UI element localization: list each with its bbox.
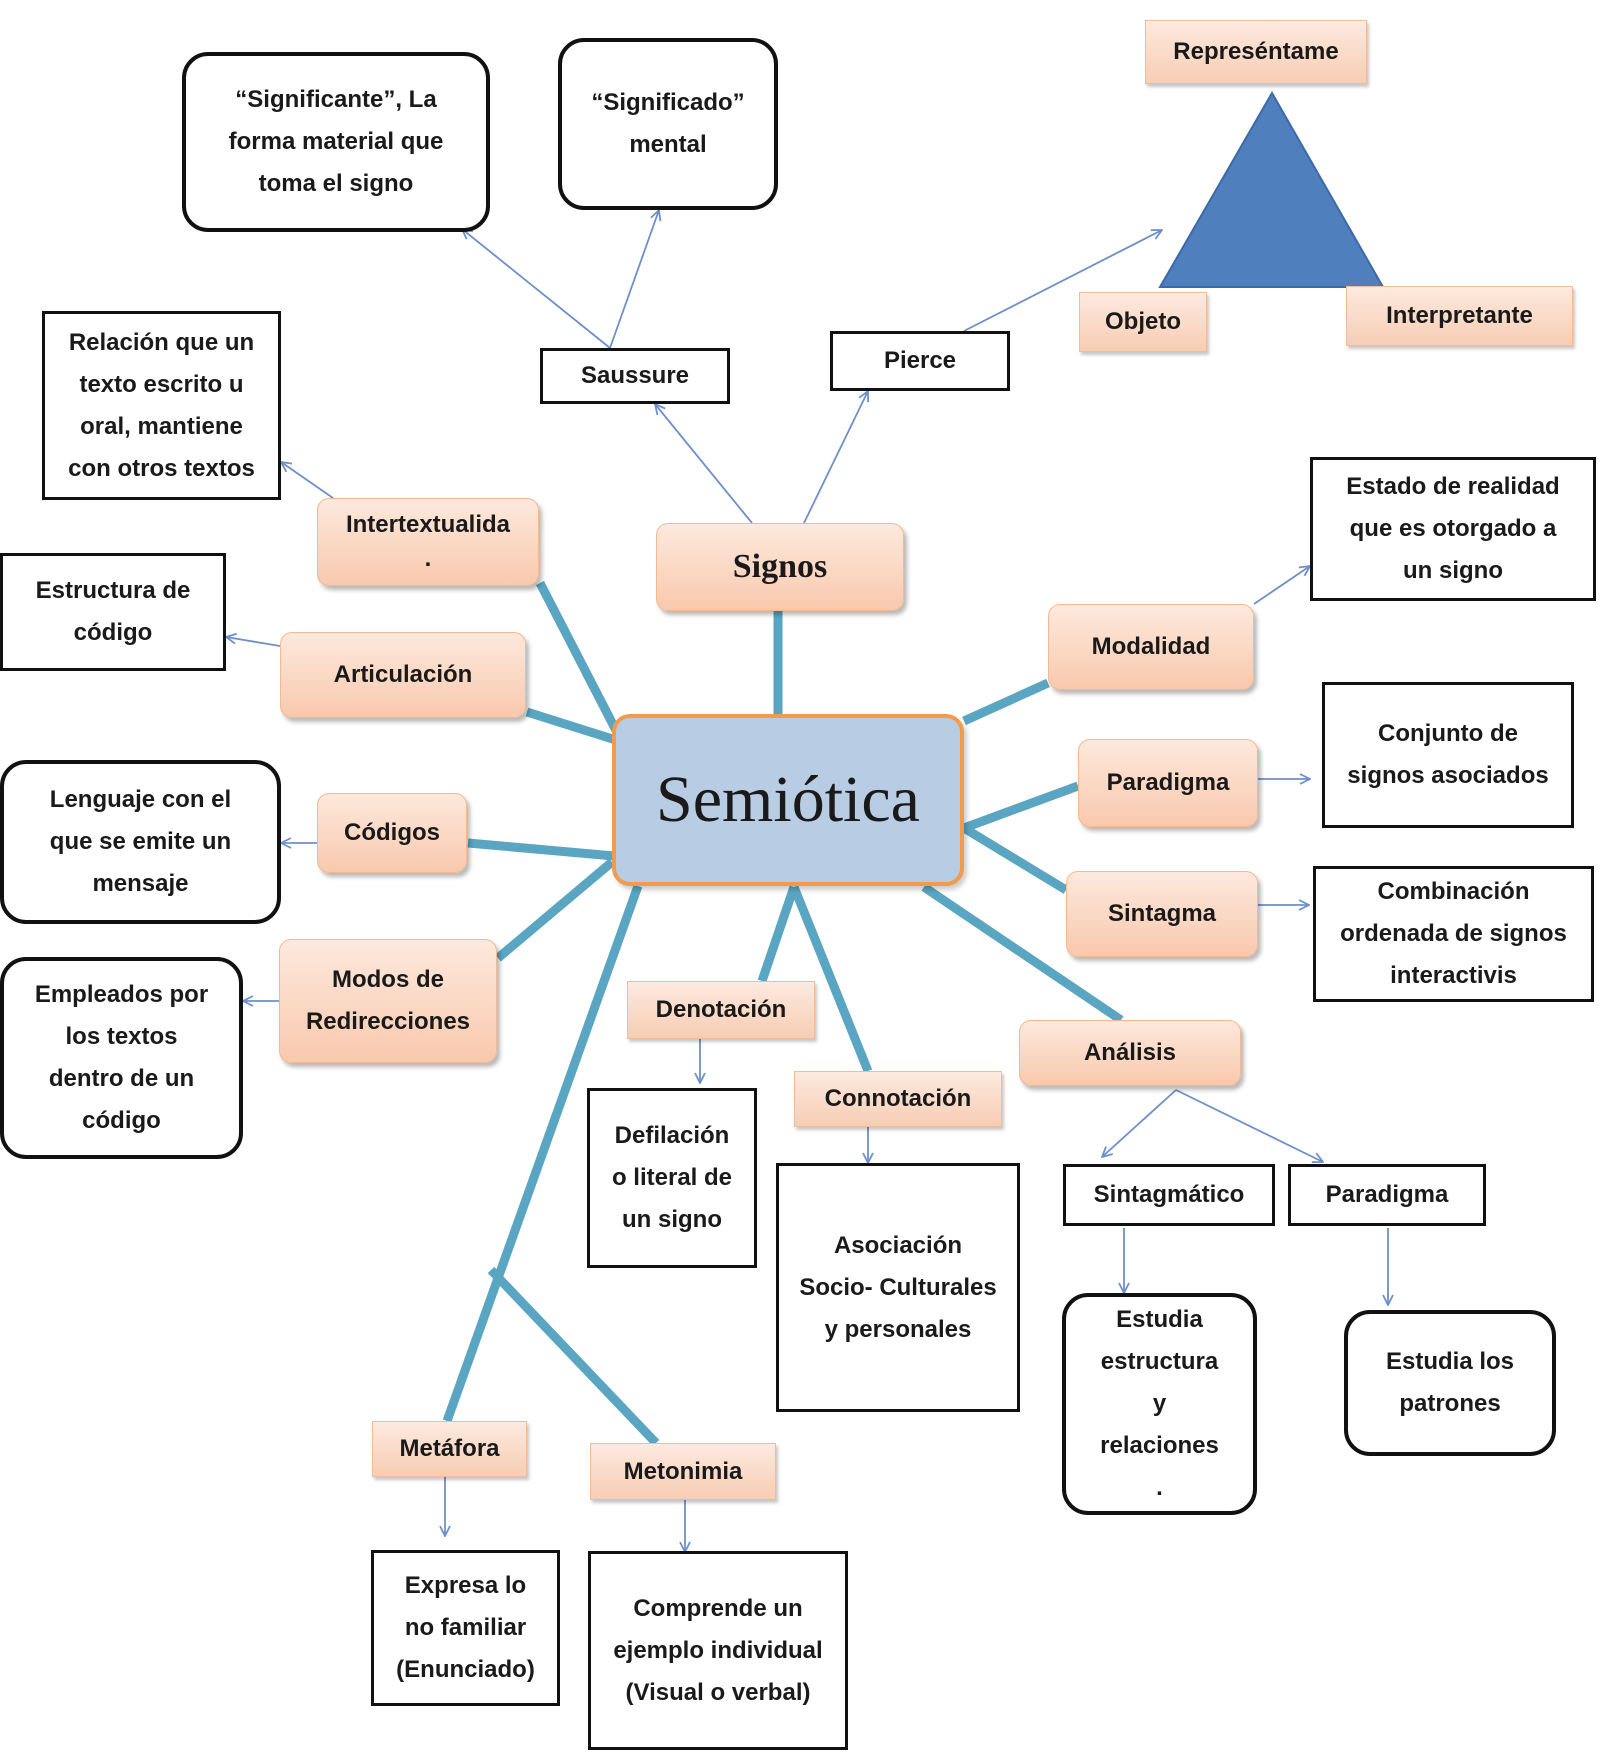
arrow-analisis-sintagmatico [1102, 1089, 1177, 1157]
definition-significado: “Significado” mental [558, 38, 778, 210]
arrow-analisis-paradigma [1175, 1089, 1323, 1162]
line-metonimia [487, 1266, 660, 1447]
branch-modos-de-redirecciones: Modos de Redirecciones [279, 939, 497, 1063]
definition-sintagmatico: Estudia estructura y relaciones . [1062, 1293, 1257, 1515]
arrow-pierce-triangle [963, 230, 1162, 332]
line-paradigma [962, 781, 1080, 833]
arrow-signos-saussure [655, 404, 753, 524]
line-sintagma [961, 824, 1069, 894]
branch-connotacion: Connotación [794, 1071, 1002, 1127]
triangle-label-interpretante: Interpretante [1346, 286, 1573, 346]
node-sintagmatico: Sintagmático [1063, 1164, 1275, 1226]
definition-sintagma: Combinación ordenada de signos interacti… [1313, 866, 1594, 1002]
arrow-articulacion [226, 637, 281, 647]
branch-sintagma: Sintagma [1066, 871, 1258, 957]
arrow-lines [226, 210, 1388, 1552]
semiotica-center: Semiótica [612, 714, 964, 886]
definition-metafora: Expresa lo no familiar (Enunciado) [371, 1550, 560, 1706]
definition-articulacion: Estructura de código [0, 553, 226, 671]
definition-metonimia: Comprende un ejemplo individual (Visual … [588, 1551, 848, 1750]
branch-modalidad: Modalidad [1048, 604, 1254, 690]
branch-paradigma: Paradigma [1078, 739, 1258, 827]
arrow-modalidad [1253, 566, 1310, 605]
branch-metafora: Metáfora [372, 1421, 527, 1477]
definition-significante: “Significante”, La forma material que to… [182, 52, 490, 232]
branch-codigos: Códigos [317, 793, 467, 873]
branch-analisis: Análisis [1019, 1020, 1241, 1086]
triangle-label-objeto: Objeto [1079, 292, 1207, 352]
branch-denotacion: Denotación [627, 981, 815, 1039]
definition-denotacion: Defilación o literal de un signo [587, 1088, 757, 1268]
definition-modalidad: Estado de realidad que es otorgado a un … [1310, 457, 1596, 601]
arrow-intertextualidad [281, 462, 334, 499]
line-metafora-trunk [442, 884, 643, 1423]
triangle-label-representame: Represéntame [1145, 20, 1367, 84]
definition-paradigma-analisis: Estudia los patrones [1344, 1310, 1556, 1456]
node-saussure: Saussure [540, 348, 730, 404]
arrow-saussure-significante [462, 229, 611, 349]
line-articulacion [525, 707, 624, 747]
arrow-saussure-significado [609, 210, 659, 349]
line-modos [495, 858, 615, 962]
definition-modos: Empleados por los textos dentro de un có… [0, 957, 243, 1159]
line-connotacion [789, 885, 873, 1073]
line-analisis [921, 883, 1124, 1024]
semiotic-triangle [1158, 90, 1385, 288]
branch-metonimia: Metonimia [590, 1443, 776, 1500]
line-denotacion [757, 885, 799, 983]
definition-connotacion: Asociación Socio- Culturales y personale… [776, 1163, 1020, 1412]
definition-codigos: Lenguaje con el que se emite un mensaje [0, 760, 281, 924]
thick-branch-lines [442, 580, 1124, 1447]
node-paradigma-analisis: Paradigma [1288, 1164, 1486, 1226]
branch-articulacion: Articulación [280, 632, 526, 718]
branch-signos: Signos [656, 523, 904, 611]
branch-intertextualidad: Intertextualida . [317, 498, 539, 586]
definition-paradigma: Conjunto de signos asociados [1322, 682, 1574, 828]
line-codigos [467, 838, 615, 861]
definition-intertextualidad: Relación que un texto escrito u oral, ma… [42, 311, 281, 500]
line-intertextualidad [536, 580, 626, 745]
arrow-signos-pierce [803, 391, 868, 524]
line-modalidad [962, 678, 1050, 726]
node-pierce: Pierce [830, 331, 1010, 391]
